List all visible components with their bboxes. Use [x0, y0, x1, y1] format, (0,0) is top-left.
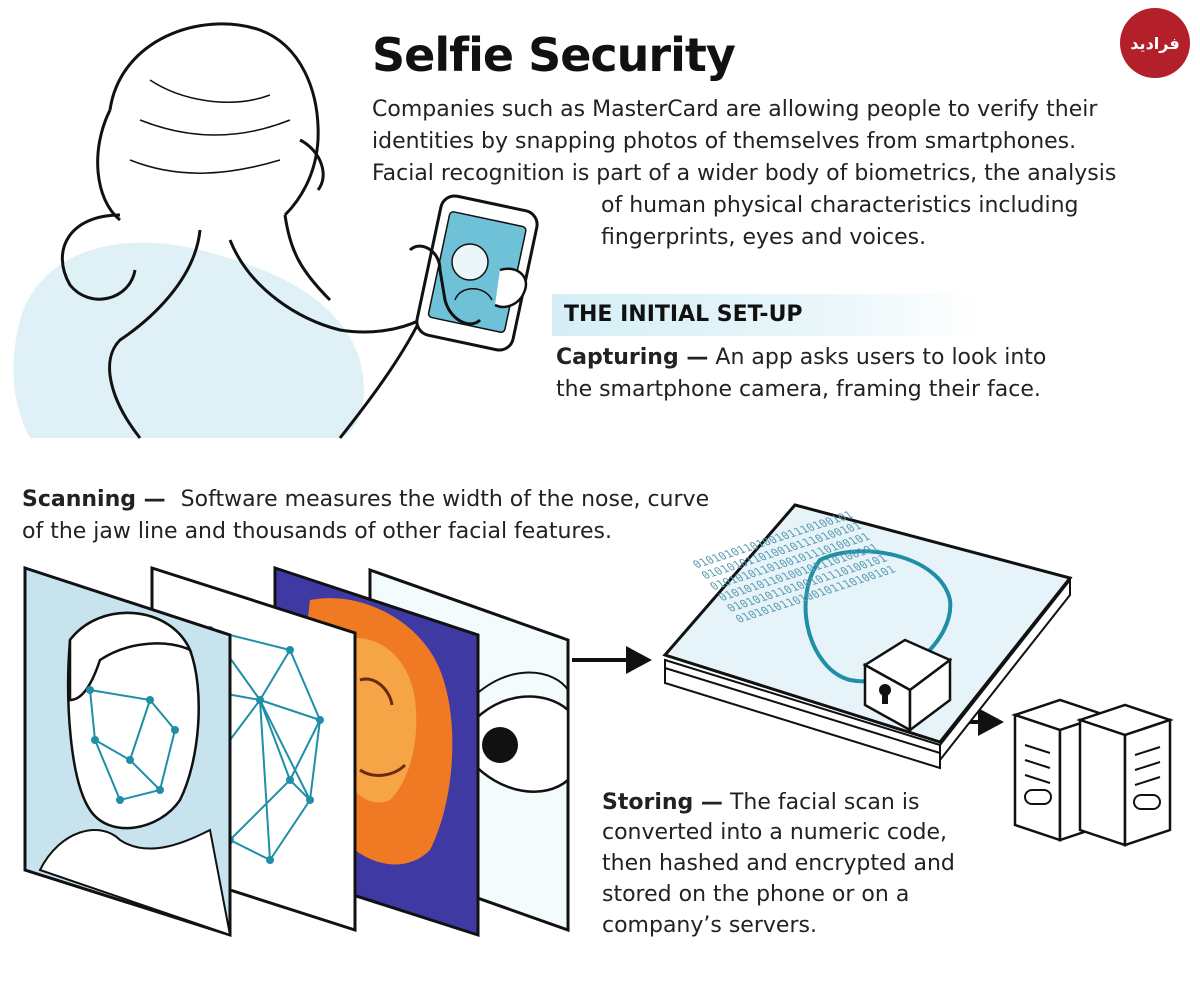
storing-label: Storing — — [602, 790, 723, 815]
capturing-label: Capturing — — [556, 345, 709, 370]
hand — [408, 244, 482, 326]
storing-text: The facial scan is — [729, 790, 920, 815]
intro-line: fingerprints, eyes and voices. — [601, 225, 927, 250]
intro-line: Companies such as MasterCard are allowin… — [372, 97, 1098, 122]
scanning-line-2: of the jaw line and thousands of other f… — [22, 519, 612, 544]
storing-line-2: converted into a numeric code, — [602, 820, 947, 845]
page-title: Selfie Security — [372, 28, 736, 82]
logo: فرادید — [1120, 8, 1190, 78]
storing-line-3: then hashed and encrypted and — [602, 851, 955, 876]
scanning-text: Software measures the width of the nose,… — [180, 487, 710, 512]
server-right — [1076, 703, 1174, 847]
intro-line: of human physical characteristics includ… — [601, 193, 1079, 218]
intro-line: identities by snapping photos of themsel… — [372, 129, 1077, 154]
woman-background — [13, 242, 364, 438]
capturing-line-2: the smartphone camera, framing their fac… — [556, 377, 1041, 402]
scanning-label: Scanning — — [22, 487, 166, 512]
lock-box — [862, 638, 953, 733]
storing-line-1: Storing — The facial scan is — [602, 787, 919, 819]
arrow-to-stack — [572, 646, 652, 674]
woman-figure — [60, 22, 422, 439]
face-panel — [23, 565, 232, 938]
setup-heading: THE INITIAL SET-UP — [552, 294, 982, 336]
scanning-line-1: Scanning — Software measures the width o… — [22, 484, 709, 516]
intro-line: Facial recognition is part of a wider bo… — [372, 161, 1117, 186]
storing-line-4: stored on the phone or on a — [602, 882, 910, 907]
storing-line-5: company’s servers. — [602, 913, 817, 938]
capturing-line-1: Capturing — An app asks users to look in… — [556, 342, 1046, 374]
data-stack — [662, 503, 1073, 770]
capturing-text: An app asks users to look into — [715, 345, 1047, 370]
